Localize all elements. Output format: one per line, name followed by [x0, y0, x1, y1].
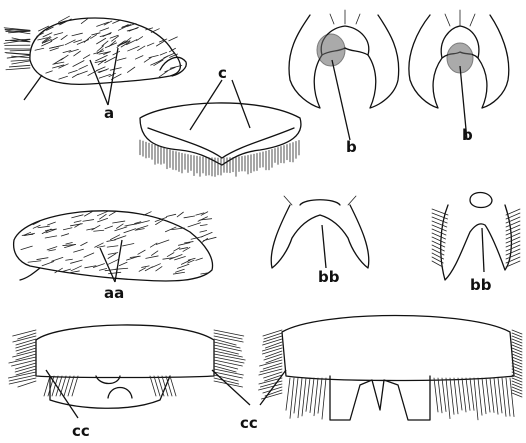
- plate-cc-left: [8, 325, 245, 408]
- structure-b-right: [409, 10, 509, 108]
- label-cc-right: cc: [240, 414, 258, 432]
- label-bb-left: bb: [318, 268, 340, 286]
- label-c: c: [218, 64, 227, 82]
- structure-b-left: [289, 10, 399, 108]
- label-bb-right: bb: [470, 276, 492, 294]
- label-aa: aa: [104, 284, 124, 302]
- label-a: a: [104, 104, 114, 122]
- plate-c: [140, 103, 301, 177]
- label-cc-left: cc: [72, 422, 90, 440]
- appendage-aa: [14, 211, 216, 281]
- structure-bb-right: [432, 193, 520, 281]
- appendage-a: [4, 16, 186, 100]
- structure-bb-left: [271, 196, 369, 268]
- label-b-right: b: [462, 126, 473, 144]
- label-b-left: b: [346, 138, 357, 156]
- plate-cc-right: [259, 316, 522, 421]
